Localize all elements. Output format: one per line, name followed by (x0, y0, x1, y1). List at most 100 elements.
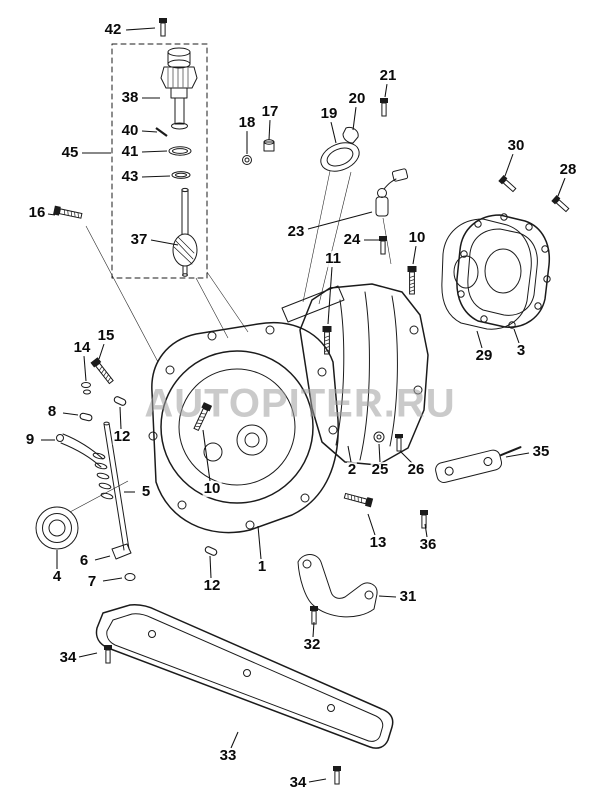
callout-leader-1 (257, 525, 262, 560)
callout-label-8: 8 (46, 403, 58, 421)
callout-leader-13 (367, 513, 376, 536)
callout-label-23: 23 (286, 223, 306, 241)
callout-leader-25 (378, 443, 381, 463)
callout-leader-37 (150, 239, 179, 246)
callout-label-33: 33 (218, 747, 238, 765)
part-45-group-box (111, 43, 208, 279)
callout-label-11: 11 (324, 250, 342, 268)
callout-leader-35 (505, 452, 530, 458)
part-9-release-fork (56, 433, 104, 468)
callout-leader-26 (400, 451, 413, 464)
callout-leader-41 (141, 150, 168, 153)
part-35-bracket (435, 446, 522, 484)
callout-leader-6 (94, 555, 111, 561)
part-40-pin (155, 127, 168, 137)
callout-label-18: 18 (237, 114, 257, 132)
callout-label-21: 21 (378, 67, 398, 85)
callout-leader-40 (141, 130, 158, 133)
callout-label-2: 2 (346, 461, 358, 479)
part-3-rear-cover (456, 213, 551, 329)
callout-label-30: 30 (506, 137, 526, 155)
callout-leader-33 (230, 731, 239, 749)
callout-leader-11 (327, 266, 333, 325)
callout-label-6: 6 (78, 552, 90, 570)
part-5-fork-shaft (92, 421, 130, 551)
part-18-nut (242, 155, 252, 165)
callout-label-7: 7 (86, 573, 98, 591)
part-43-washer (171, 171, 191, 179)
callout-label-43: 43 (120, 168, 140, 186)
callout-label-28: 28 (558, 161, 578, 179)
callout-label-36: 36 (418, 536, 438, 554)
callout-leader-28 (557, 177, 566, 197)
callout-label-12-lower: 12 (202, 577, 222, 595)
callout-leader-20 (352, 106, 357, 131)
callout-label-34-bottom: 34 (288, 774, 308, 792)
callout-leader-16 (47, 213, 56, 216)
callout-label-19: 19 (319, 105, 339, 123)
callout-label-38: 38 (120, 89, 140, 107)
part-41-o-ring (168, 146, 192, 156)
callout-leader-29 (476, 330, 483, 349)
callout-leader-12-lower (209, 555, 212, 579)
callout-label-3: 3 (515, 342, 527, 360)
part-26-stud (395, 434, 403, 452)
part-37-speedometer-gear-shaft (172, 187, 198, 277)
speedometer-drive-group (111, 17, 208, 279)
callout-label-1: 1 (256, 558, 268, 576)
callout-label-26: 26 (406, 461, 426, 479)
part-33-bottom-plate (95, 604, 394, 749)
callout-label-34-left: 34 (58, 649, 78, 667)
callout-leader-42 (125, 27, 156, 31)
part-20-retainer (342, 127, 359, 144)
callout-leader-7 (102, 577, 123, 582)
callout-leader-10-upper (412, 245, 417, 265)
callout-label-37: 37 (129, 231, 149, 249)
callout-leader-34-bottom (308, 778, 327, 783)
part-25-plug (373, 431, 385, 443)
callout-leader-8 (62, 412, 79, 416)
callout-label-16: 16 (27, 204, 47, 222)
callout-label-15: 15 (96, 327, 116, 345)
callout-label-14: 14 (72, 339, 92, 357)
callout-leader-32 (312, 621, 315, 638)
callout-label-25: 25 (370, 461, 390, 479)
callout-label-24: 24 (342, 231, 362, 249)
part-38-speed-sensor (160, 47, 198, 130)
callout-label-29: 29 (474, 347, 494, 365)
part-29-gasket (441, 218, 532, 330)
callout-leader-43 (141, 175, 171, 178)
callout-label-31: 31 (398, 588, 418, 606)
callout-leader-30 (504, 153, 514, 177)
callout-leader-10-lower (202, 429, 211, 482)
callout-leader-2 (347, 445, 352, 463)
callout-label-13: 13 (368, 534, 388, 552)
callout-leader-31 (378, 595, 397, 598)
callout-label-20: 20 (347, 90, 367, 108)
part-7-cap (124, 573, 136, 581)
callout-leader-23 (307, 211, 373, 230)
callout-label-5: 5 (140, 483, 152, 501)
callout-leader-21 (384, 83, 388, 98)
part-14-washer-nut (81, 382, 91, 395)
callout-label-41: 41 (120, 143, 140, 161)
callout-leader-14 (83, 355, 87, 382)
callout-label-32: 32 (302, 636, 322, 654)
part-2-gear-case (281, 283, 429, 466)
part-31-bracket (297, 554, 378, 618)
callout-label-35: 35 (531, 443, 551, 461)
callout-leader-12-upper (119, 406, 122, 430)
callout-label-9: 9 (24, 431, 36, 449)
callout-label-12-upper: 12 (112, 428, 132, 446)
callout-leader-15 (98, 343, 105, 360)
part-23-sensor (375, 168, 409, 217)
callout-label-40: 40 (120, 122, 140, 140)
part-1-clutch-housing (148, 322, 339, 534)
part-19-seal-ring (320, 142, 360, 172)
callout-leader-36 (424, 523, 428, 538)
callout-leader-3 (513, 328, 520, 344)
callout-label-17: 17 (260, 103, 280, 121)
